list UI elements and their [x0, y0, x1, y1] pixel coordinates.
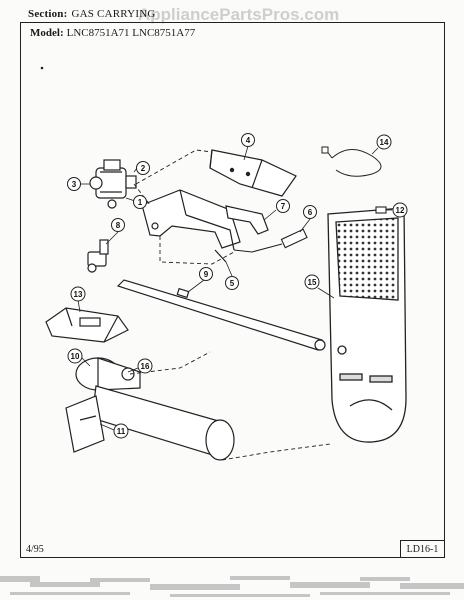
- callout-3-label: 3: [72, 180, 77, 189]
- callout-8: 8: [105, 218, 125, 245]
- callout-10-label: 10: [71, 352, 80, 361]
- section-heading: Section:GAS CARRYING: [28, 8, 155, 20]
- callout-12: 12: [386, 202, 408, 218]
- callout-9: 9: [187, 267, 213, 293]
- callout-4: 4: [241, 133, 255, 161]
- callout-15-label: 15: [308, 278, 317, 287]
- callout-5-label: 5: [230, 279, 235, 288]
- callout-11: 11: [99, 423, 129, 439]
- screw: [375, 206, 387, 214]
- diagram-frame: [20, 22, 445, 558]
- mounting-bracket: [141, 189, 241, 263]
- sensor-cover: [45, 307, 129, 343]
- callout-16-label: 16: [141, 362, 150, 371]
- callout-10: 10: [67, 348, 91, 367]
- callout-12-label: 12: [396, 206, 405, 215]
- igniter: [233, 228, 308, 253]
- callout-15: 15: [304, 274, 335, 299]
- callout-6: 6: [299, 205, 317, 233]
- watermark: AppliancePartsPros.com: [138, 5, 340, 24]
- callout-14: 14: [371, 134, 392, 155]
- gas-valve-assembly: [89, 159, 137, 209]
- model-value: LNC8751A71 LNC8751A77: [66, 27, 196, 39]
- callout-13: 13: [70, 286, 86, 313]
- section-label: Section:: [28, 8, 68, 20]
- callout-2: 2: [133, 161, 150, 175]
- callout-1-label: 1: [138, 198, 143, 207]
- callout-1: 1: [125, 195, 147, 209]
- model-label: Model:: [30, 27, 64, 39]
- model-heading: Model:LNC8751A71 LNC8751A77: [30, 27, 195, 39]
- callout-11-label: 11: [117, 427, 126, 436]
- rear-heater-panel: [327, 207, 407, 443]
- section-value: GAS CARRYING: [71, 8, 156, 20]
- callout-9-label: 9: [204, 270, 209, 279]
- callout-16: 16: [127, 358, 153, 374]
- callout-8-label: 8: [116, 221, 121, 230]
- callout-4-label: 4: [246, 136, 251, 145]
- burner-bracket: [209, 149, 297, 197]
- scan-speck: [40, 66, 44, 70]
- scan-noise: [0, 576, 464, 597]
- callout-5: 5: [225, 261, 239, 290]
- callout-2-label: 2: [141, 164, 146, 173]
- callout-6-label: 6: [308, 208, 313, 217]
- small-bracket: [225, 205, 269, 235]
- gas-tube: [116, 279, 326, 351]
- callout-3: 3: [67, 177, 90, 191]
- callout-bubbles: 1 2 3 4 5 6 7 8 9 10 11 12 13 14 15 16: [67, 133, 408, 439]
- burner-tube: [65, 385, 235, 461]
- callout-13-label: 13: [74, 290, 83, 299]
- callout-7: 7: [263, 199, 290, 221]
- callout-14-label: 14: [380, 138, 389, 147]
- page-code: LD16-1: [400, 540, 444, 558]
- wire-harness: [321, 146, 382, 177]
- callout-7-label: 7: [281, 202, 286, 211]
- orifice-fitting: [87, 239, 109, 273]
- date-code: 4/95: [26, 544, 44, 555]
